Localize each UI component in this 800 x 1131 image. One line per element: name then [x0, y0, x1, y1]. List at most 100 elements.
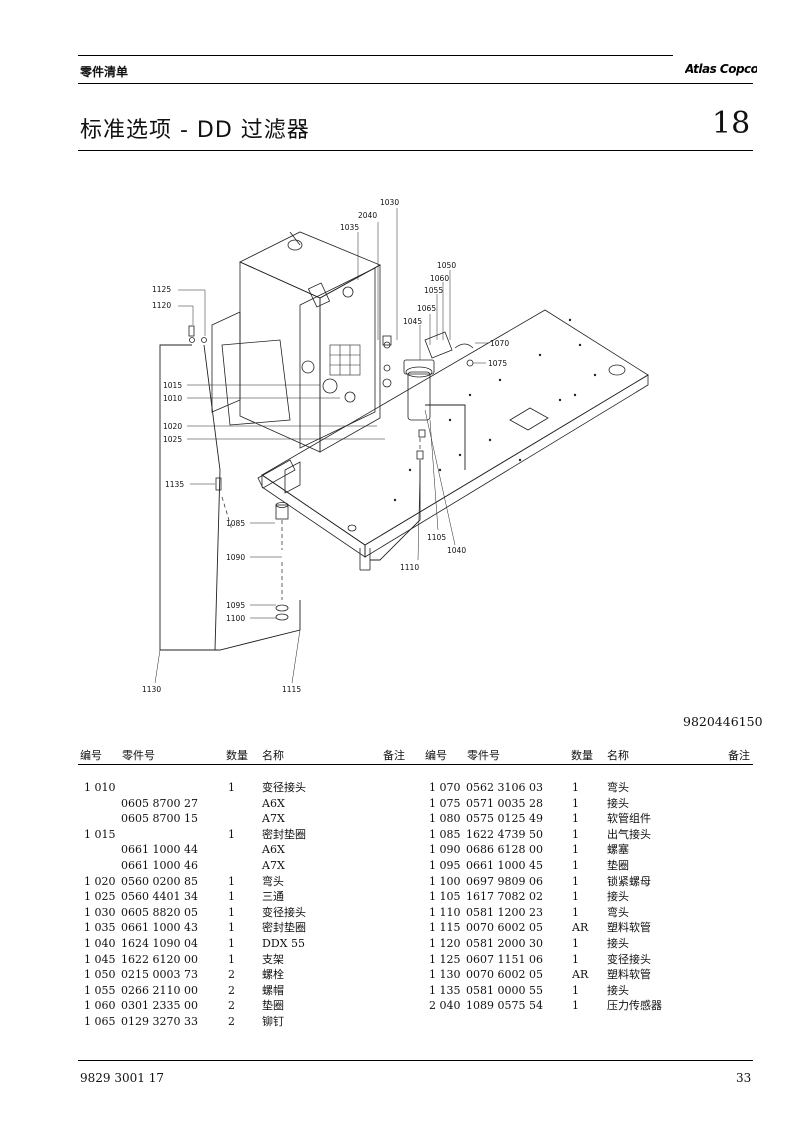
table-cell-name: 垫圈: [607, 858, 629, 872]
callout-1100: 1100: [226, 614, 245, 623]
table-cell-item: 1 040: [84, 936, 116, 950]
table-cell-name: 变径接头: [607, 952, 651, 966]
table-cell-item: 1 015: [84, 827, 116, 841]
table-cell-name: 接头: [607, 983, 629, 997]
table-cell-item: 1 045: [84, 952, 116, 966]
callout-1095: 1095: [226, 601, 245, 610]
table-cell-name: 弯头: [607, 905, 629, 919]
exploded-parts-diagram: 1030 2040 1035 1125 1120 1050 1060 1055 …: [142, 198, 649, 694]
table-cell-qty: [228, 842, 235, 858]
callout-1040: 1040: [447, 546, 466, 555]
table-cell-part: 0697 9809 06: [466, 874, 543, 888]
table-cell-item: 1 080: [429, 812, 461, 826]
table-cell-item: 1 060: [84, 999, 116, 1013]
table-cell-name: 螺帽: [262, 983, 284, 997]
section-label: 零件清单: [80, 65, 129, 79]
table-cell-name: 压力传感器: [607, 999, 662, 1013]
table-cell-part: 0070 6002 05: [466, 921, 543, 935]
table-cell-part: 0301 2335 00: [121, 999, 198, 1013]
header-remark-left: 备注: [383, 749, 405, 762]
table-cell-qty: 1: [572, 890, 579, 904]
table-cell-item: 1 105: [429, 890, 461, 904]
callout-2040: 2040: [358, 211, 377, 220]
table-cell-part: [121, 780, 198, 796]
page-title: 标准选项 - DD 过滤器: [80, 118, 310, 143]
section-number: 18: [712, 106, 751, 141]
table-cell-item: 1 125: [429, 952, 461, 966]
table-cell-qty: [228, 811, 235, 827]
table-cell-part: 0560 0200 85: [121, 874, 198, 888]
table-cell-qty: AR: [572, 968, 589, 982]
callout-1075: 1075: [488, 359, 507, 368]
table-cell-qty: 1: [572, 905, 579, 919]
table-cell-part: 1622 6120 00: [121, 952, 198, 966]
table-cell-part: 0661 1000 45: [466, 858, 543, 872]
table-cell-part: 1089 0575 54: [466, 999, 543, 1013]
table-cell-qty: 1: [572, 827, 579, 841]
table-cell-part: 0575 0125 49: [466, 812, 543, 826]
header-name-right: 名称: [607, 749, 629, 762]
table-cell-qty: 2: [228, 983, 235, 997]
diagram-doc-number: 9820446150: [683, 714, 763, 729]
table-cell-qty: 1: [228, 890, 235, 904]
callout-1125: 1125: [152, 285, 171, 294]
callout-1135: 1135: [165, 480, 184, 489]
callout-1030: 1030: [380, 198, 399, 207]
table-cell-part: 0661 1000 46: [121, 858, 198, 872]
table-cell-name: DDX 55: [262, 936, 305, 950]
table-cell-name: 铆钉: [262, 1014, 284, 1028]
table-cell-item: 1 065: [84, 1014, 116, 1028]
table-cell-name: 出气接头: [607, 827, 651, 841]
table-cell-name: 三通: [262, 890, 284, 904]
callout-1060: 1060: [430, 274, 449, 283]
table-cell-item: 1 100: [429, 874, 461, 888]
table-cell-part: 0560 4401 34: [121, 890, 198, 904]
table-cell-item: 1 090: [429, 843, 461, 857]
table-cell-name: A7X: [262, 858, 285, 872]
atlas-copco-logo: Atlas Copco: [684, 58, 759, 76]
header-name-left: 名称: [262, 749, 284, 762]
callout-1120: 1120: [152, 301, 171, 310]
header-qty-left: 数量: [226, 749, 248, 762]
header-item-left: 编号: [80, 749, 102, 762]
table-cell-part: 0581 2000 30: [466, 936, 543, 950]
table-cell-qty: 1: [572, 843, 579, 857]
table-cell-name: 锁紧螺母: [607, 874, 651, 888]
callout-1045: 1045: [403, 317, 422, 326]
table-cell-item: 1 130: [429, 968, 461, 982]
header-qty-right: 数量: [571, 749, 593, 762]
table-cell-item: 1 020: [84, 874, 116, 888]
table-cell-part: 0605 8700 15: [121, 812, 198, 826]
table-cell-name: 弯头: [262, 874, 284, 888]
callout-1070: 1070: [490, 339, 509, 348]
table-cell-item: 1 030: [84, 905, 116, 919]
table-cell-item: 1 010: [84, 781, 116, 794]
table-cell-qty: 1: [228, 874, 235, 888]
table-cell-item: [84, 811, 116, 827]
table-cell-item: 1 035: [84, 921, 116, 935]
callout-1035: 1035: [340, 223, 359, 232]
header-rule-top: [78, 55, 673, 56]
table-cell-part: 0581 0000 55: [466, 983, 543, 997]
callout-1130: 1130: [142, 685, 161, 694]
table-cell-part: 0605 8820 05: [121, 905, 198, 919]
table-cell-item: [84, 842, 116, 858]
callout-1015: 1015: [163, 381, 182, 390]
callout-1025: 1025: [163, 435, 182, 444]
table-cell-part: 0571 0035 28: [466, 796, 543, 810]
table-cell-part: 0661 1000 43: [121, 921, 198, 935]
callout-1085: 1085: [226, 519, 245, 528]
table-cell-qty: [228, 796, 235, 812]
table-cell-qty: 1: [572, 874, 579, 888]
table-cell-name: A6X: [262, 796, 285, 810]
header-remark-right: 备注: [728, 749, 750, 762]
table-cell-name: 垫圈: [262, 999, 284, 1013]
table-cell-qty: 1: [572, 781, 579, 794]
table-cell-name: A6X: [262, 843, 285, 857]
table-cell-qty: 1: [572, 812, 579, 826]
